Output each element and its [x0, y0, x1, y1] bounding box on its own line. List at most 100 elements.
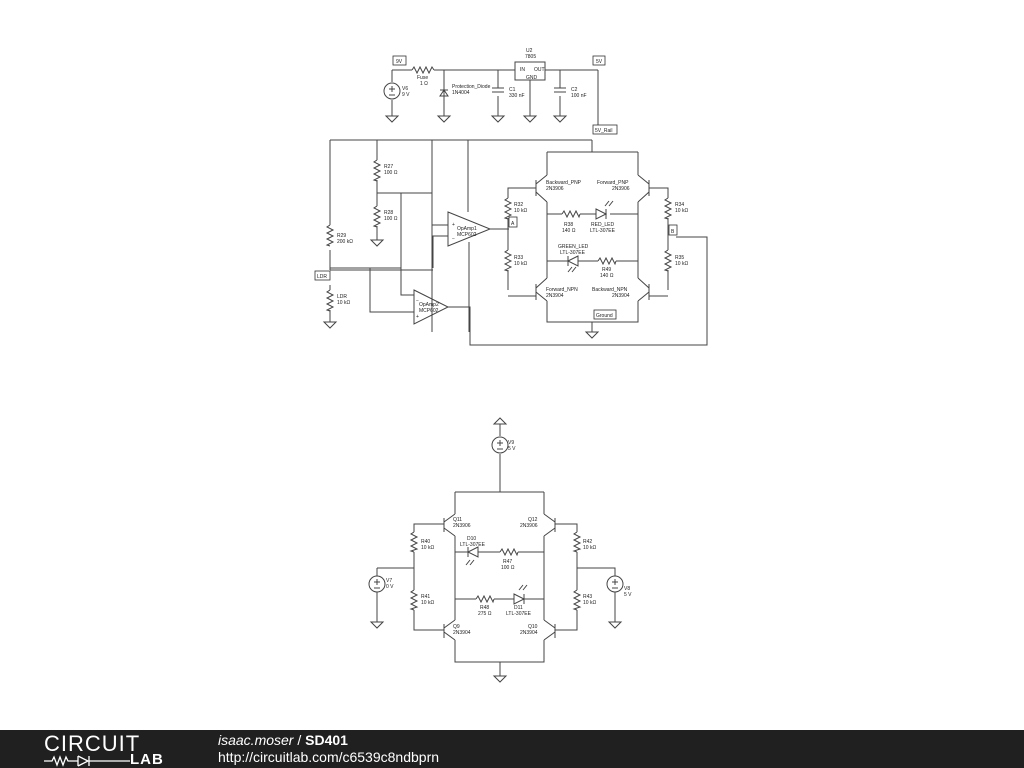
net-label-ldr[interactable]: LDR — [314, 270, 331, 281]
svg-text:−: − — [416, 298, 419, 304]
u2-pin-gnd: GND — [526, 75, 538, 81]
backward-pnp-value: 2N3906 — [546, 186, 564, 192]
r32-resistor[interactable] — [503, 197, 513, 220]
q9-value: 2N3904 — [453, 630, 471, 636]
r40-value: 10 kΩ — [421, 545, 434, 551]
v7-source[interactable] — [368, 575, 386, 593]
r32-value: 10 kΩ — [514, 208, 527, 214]
opamp2-value: MCP602 — [419, 308, 439, 314]
opamp1-triangle[interactable] — [447, 211, 492, 247]
net-label-5v[interactable]: 5V — [592, 55, 606, 66]
v7-name: V7 — [386, 578, 392, 584]
r34-resistor[interactable] — [663, 197, 673, 220]
green-led-value: LTL-307EE — [560, 250, 586, 256]
c1-name: C1 — [509, 87, 516, 93]
svg-text:LDR: LDR — [317, 274, 327, 280]
green-led[interactable] — [566, 255, 579, 273]
r42-resistor[interactable] — [572, 531, 582, 553]
net-label-ground[interactable]: Ground — [593, 309, 617, 320]
r41-resistor[interactable] — [409, 589, 419, 611]
forward-npn-value: 2N3904 — [546, 293, 564, 299]
r43-value: 10 kΩ — [583, 600, 596, 606]
ldr-value: 10 kΩ — [337, 300, 350, 306]
opamp2-name: OpAmp2 — [419, 302, 439, 308]
svg-text:B: B — [671, 229, 675, 235]
r27-resistor[interactable] — [372, 159, 382, 182]
red-led-name: RED_LED — [591, 222, 614, 228]
project-url[interactable]: http://circuitlab.com/c6539c8ndbprn — [218, 749, 440, 765]
r42-name: R42 — [583, 539, 592, 545]
forward-npn-name: Forward_NPN — [546, 287, 578, 293]
v8-source[interactable] — [606, 575, 624, 593]
r38-name: R38 — [564, 222, 573, 228]
owner-username[interactable]: isaac.moser — [218, 732, 294, 748]
ldr-name: LDR — [337, 294, 347, 300]
r47-resistor[interactable] — [499, 547, 519, 557]
r40-name: R40 — [421, 539, 430, 545]
v7-value: 0 V — [386, 584, 394, 590]
opamp1-name: OpAmp1 — [457, 226, 477, 232]
d10-led[interactable] — [465, 546, 479, 566]
q11-value: 2N3906 — [453, 523, 471, 529]
r28-name: R28 — [384, 210, 393, 216]
r49-resistor[interactable] — [597, 256, 617, 266]
r35-value: 10 kΩ — [675, 261, 688, 267]
circuitlab-logo[interactable]: CIRCUIT LAB — [44, 733, 174, 767]
project-name[interactable]: SD401 — [305, 732, 348, 748]
r48-name: R48 — [480, 605, 489, 611]
v8-value: 5 V — [624, 592, 632, 598]
d11-led[interactable] — [513, 584, 528, 605]
r38-value: 140 Ω — [562, 228, 576, 234]
q9-name: Q9 — [453, 624, 460, 630]
r33-resistor[interactable] — [503, 249, 513, 272]
opamp1-value: MCP602 — [457, 232, 477, 238]
r42-value: 10 kΩ — [583, 545, 596, 551]
ldr-resistor[interactable] — [325, 289, 335, 312]
net-label-b[interactable]: B — [668, 224, 678, 236]
net-label-5v-rail[interactable]: 5V_Rail — [592, 124, 618, 135]
r38-resistor[interactable] — [561, 209, 581, 219]
opamp2-triangle[interactable] — [413, 289, 450, 325]
r40-resistor[interactable] — [409, 531, 419, 553]
c1-capacitor[interactable] — [492, 87, 504, 93]
v6-name: V6 — [402, 86, 408, 92]
c2-capacitor[interactable] — [554, 87, 566, 93]
v9-value: 5 V — [508, 446, 516, 452]
schematic-canvas: IN OUT GND V6 9 V Fuse 1 Ω Protection_Di… — [314, 48, 708, 683]
fuse-resistor[interactable] — [411, 65, 435, 75]
r41-name: R41 — [421, 594, 430, 600]
r28-value: 100 Ω — [384, 216, 398, 222]
r35-resistor[interactable] — [663, 249, 673, 272]
bottom-h-bridge: V9 5 V V7 0 V V8 5 V Q11 2N3906 Q12 2N39… — [368, 417, 632, 683]
u2-pin-in: IN — [520, 67, 525, 73]
r43-resistor[interactable] — [572, 589, 582, 611]
owner-project: isaac.moser / SD401 — [218, 732, 348, 749]
u2-regulator[interactable] — [514, 61, 546, 81]
v9-name: V9 — [508, 440, 514, 446]
v9-source[interactable] — [491, 436, 509, 454]
protection-diode[interactable] — [439, 89, 449, 97]
r43-name: R43 — [583, 594, 592, 600]
svg-text:A: A — [511, 221, 515, 227]
backward-npn-name: Backward_NPN — [592, 287, 628, 293]
fuse-name: Fuse — [417, 75, 428, 81]
v6-source[interactable] — [383, 82, 401, 100]
u2-pin-out: OUT — [534, 67, 545, 73]
r29-name: R29 — [337, 233, 346, 239]
r28-resistor[interactable] — [372, 205, 382, 228]
r29-resistor[interactable] — [325, 224, 335, 247]
power-supply-section: IN OUT GND V6 9 V Fuse 1 Ω Protection_Di… — [383, 48, 599, 130]
net-label-9v[interactable]: 9V — [392, 55, 407, 66]
d10-value: LTL-307EE — [460, 542, 486, 548]
r48-resistor[interactable] — [475, 594, 495, 604]
svg-text:+: + — [416, 314, 419, 320]
r27-name: R27 — [384, 164, 393, 170]
svg-text:Ground: Ground — [596, 313, 613, 319]
owner-separator: / — [297, 732, 302, 748]
svg-text:5V: 5V — [596, 59, 603, 65]
net-label-a[interactable]: A — [508, 216, 518, 228]
svg-text:−: − — [452, 236, 455, 242]
red-led-value: LTL-307EE — [590, 228, 616, 234]
red-led[interactable] — [595, 200, 614, 220]
logo-circuit-text: CIRCUIT — [44, 731, 141, 756]
